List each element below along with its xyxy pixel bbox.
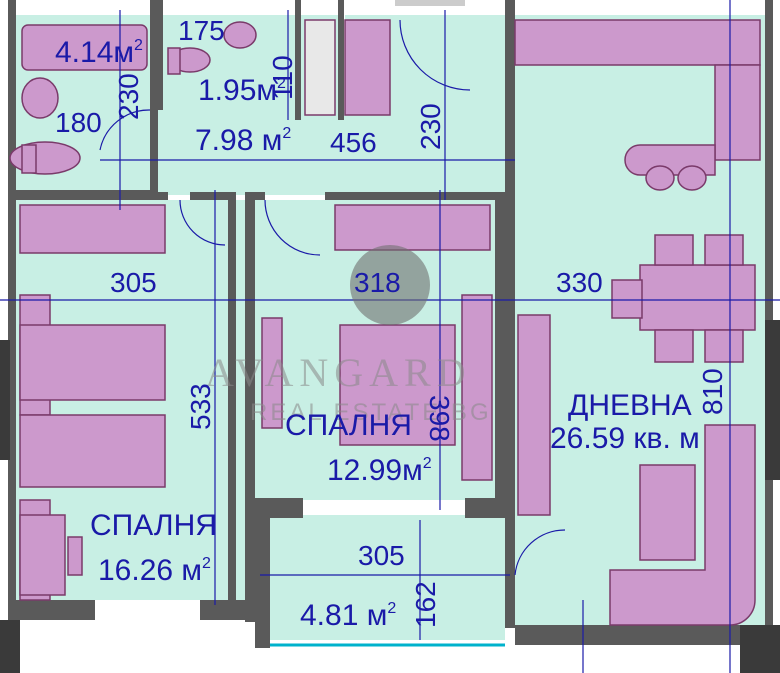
dim-305-bottom: 305	[358, 540, 405, 571]
kitchen-counter-side	[714, 64, 761, 161]
tv-unit	[517, 314, 551, 516]
dim-318: 318	[354, 267, 401, 298]
dim-110: 110	[267, 55, 298, 100]
area-living: 26.59 кв. м	[550, 422, 700, 455]
dim-162: 162	[410, 581, 441, 628]
dim-175: 175	[178, 15, 225, 46]
dim-180: 180	[55, 107, 102, 138]
toilet-sink	[223, 21, 257, 49]
dining-chair	[611, 279, 643, 319]
nightstand	[261, 317, 283, 429]
area-bedroom2: 12.99м2	[327, 454, 432, 487]
watermark: AVANGARD REAL ESTATE.BG	[205, 245, 492, 426]
wardrobe-bedroom1	[19, 204, 166, 254]
dining-chair	[704, 329, 744, 363]
area-bedroom1: 16.26 м2	[98, 554, 211, 587]
toilet-1	[9, 141, 81, 175]
desk-chair	[67, 536, 83, 576]
watermark-title: AVANGARD	[205, 350, 472, 395]
dim-810: 810	[697, 368, 728, 415]
area-bathroom: 4.14м2	[55, 36, 143, 69]
room-labels: 4.14м2 1.95м2 7.98 м2 СПАЛНЯ 16.26 м2 СП…	[55, 36, 700, 632]
area-toilet: 1.95м2	[198, 74, 286, 107]
watermark-subtitle: REAL ESTATE.BG	[250, 399, 492, 426]
dim-398: 398	[424, 395, 455, 442]
dim-533: 533	[185, 383, 216, 430]
desk	[19, 514, 66, 596]
area-terrace: 4.81 м2	[300, 599, 396, 632]
furniture	[9, 19, 761, 626]
dim-456: 456	[330, 127, 377, 158]
dining-chair	[654, 234, 694, 266]
bar-stool-1	[645, 165, 675, 191]
name-living: ДНЕВНА	[568, 389, 692, 422]
shaft	[304, 19, 336, 116]
wardrobe-hall	[344, 19, 391, 116]
bed-double	[339, 324, 456, 446]
bed-2	[19, 414, 166, 488]
dining-chair	[704, 234, 744, 266]
coffee-table	[639, 464, 696, 561]
watermark-logo	[350, 245, 430, 325]
dim-305-top: 305	[110, 267, 157, 298]
dining-table	[639, 264, 756, 331]
dining-chair	[654, 329, 694, 363]
dimension-labels: 175 110 230 180 456 230 305 318 330 533 …	[55, 15, 728, 628]
bathtub	[21, 24, 148, 71]
dim-330: 330	[556, 267, 603, 298]
bed-1	[19, 324, 166, 401]
area-hall: 7.98 м2	[195, 124, 291, 157]
sofa	[609, 424, 756, 626]
kitchen-counter	[514, 19, 761, 66]
bar-stool-2	[677, 165, 707, 191]
dim-230-right: 230	[415, 103, 446, 150]
bed-side	[461, 294, 493, 481]
name-bedroom2: СПАЛНЯ	[285, 409, 412, 442]
wardrobe-bedroom2	[334, 204, 491, 251]
name-bedroom1: СПАЛНЯ	[90, 509, 217, 542]
bathroom-sink	[21, 77, 59, 119]
door-swings	[99, 19, 566, 576]
dim-230-left: 230	[113, 73, 144, 120]
